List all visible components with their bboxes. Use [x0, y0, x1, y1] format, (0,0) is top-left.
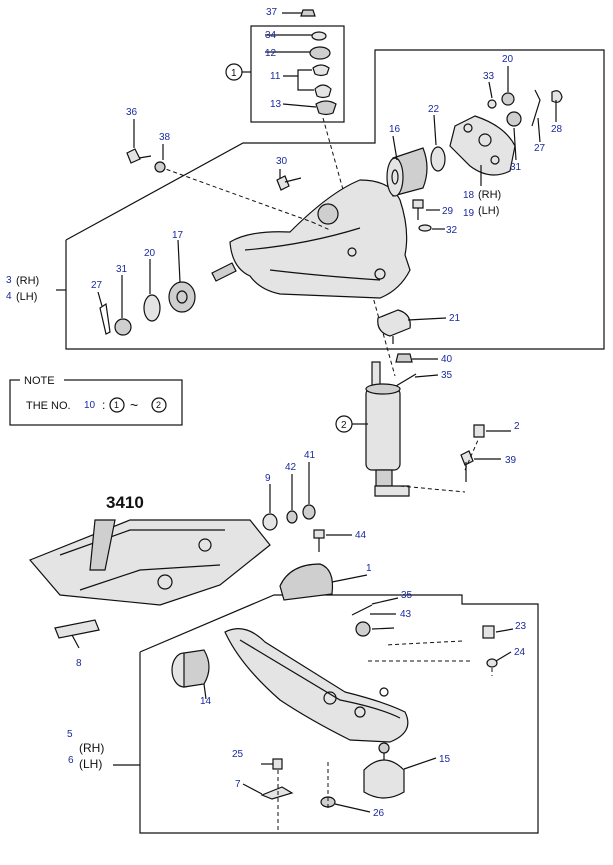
callout-26: 26	[373, 808, 385, 819]
bump-stopper	[279, 563, 334, 601]
callout-32: 32	[446, 225, 458, 236]
upper-left-hardware	[99, 281, 196, 336]
hardware-20-33-31-28-27	[487, 89, 563, 127]
bushing-16	[386, 147, 428, 197]
callout-28: 28	[551, 124, 563, 135]
callout-44: 44	[355, 530, 367, 541]
callout-22: 22	[428, 104, 440, 115]
callout-24: 24	[514, 647, 526, 658]
frame-crossmember	[28, 519, 271, 639]
ball-joint-21	[377, 309, 411, 344]
label-lh-upper-right: (LH)	[478, 205, 499, 217]
upper-control-arm	[211, 179, 411, 299]
callout-38: 38	[159, 132, 171, 143]
ball-joint-15	[363, 742, 405, 799]
frame-hardware	[262, 504, 325, 552]
callout-25: 25	[232, 749, 244, 760]
bracket-18-19	[449, 115, 516, 176]
callout-8: 8	[76, 658, 82, 669]
callout-27-left: 27	[91, 280, 103, 291]
svg-text:2: 2	[156, 400, 161, 410]
callout-17: 17	[172, 230, 184, 241]
shock-hardware	[395, 353, 485, 482]
frame-ref-label: 3410	[106, 493, 144, 512]
label-lh-upper-left: (LH)	[16, 291, 37, 303]
callout-7: 7	[235, 779, 241, 790]
callout-39: 39	[505, 455, 517, 466]
callout-11: 11	[270, 71, 281, 82]
upper-bolts	[126, 148, 432, 232]
lower-hardware	[260, 604, 498, 808]
svg-text::: :	[102, 398, 105, 412]
mount-kit-parts	[300, 9, 337, 116]
label-lh-lower: (LH)	[79, 757, 102, 771]
callout-35-bottom: 35	[401, 590, 413, 601]
callout-21: 21	[449, 313, 461, 324]
label-rh-upper-right: (RH)	[478, 189, 501, 201]
note-prefix: THE NO.	[26, 400, 71, 412]
callout-37: 37	[266, 7, 278, 18]
callout-1: 1	[366, 563, 372, 574]
callout-30: 30	[276, 156, 288, 167]
callout-4: 4	[6, 291, 12, 302]
callout-19: 19	[463, 208, 475, 219]
svg-text:~: ~	[130, 397, 138, 413]
mount-kit-box	[250, 25, 345, 123]
callout-33: 33	[483, 71, 495, 82]
callout-16: 16	[389, 124, 401, 135]
callout-23: 23	[515, 621, 527, 632]
upper-arm-group-outline	[65, 49, 605, 350]
label-rh-lower: (RH)	[79, 741, 104, 755]
callout-13: 13	[270, 99, 282, 110]
leader-lines	[71, 66, 557, 813]
callout-6: 6	[68, 755, 74, 766]
note-title: NOTE	[24, 375, 55, 387]
callout-41: 41	[304, 450, 316, 461]
callout-27-top: 27	[534, 143, 546, 154]
washer-22	[430, 146, 446, 172]
note-box	[9, 379, 183, 426]
callout-35-top: 35	[441, 370, 453, 381]
callout-40: 40	[441, 354, 453, 365]
callout-5: 5	[67, 729, 73, 740]
callout-42: 42	[285, 462, 297, 473]
lower-control-arm	[224, 628, 409, 743]
callout-43: 43	[400, 609, 412, 620]
svg-text:2: 2	[341, 420, 347, 431]
svg-text:1: 1	[231, 68, 237, 79]
callout-9: 9	[265, 473, 271, 484]
callout-15: 15	[439, 754, 451, 765]
callout-2: 2	[514, 421, 520, 432]
callout-31-left: 31	[116, 264, 128, 275]
callout-34: 34	[265, 30, 277, 41]
label-rh-upper-left: (RH)	[16, 275, 39, 287]
callout-20-left: 20	[144, 248, 156, 259]
note-ref: 10	[84, 400, 96, 411]
callout-18: 18	[463, 190, 475, 201]
bushing-14	[171, 649, 210, 688]
shock-absorber	[365, 361, 410, 497]
callout-29: 29	[442, 206, 454, 217]
callout-31-top: 31	[510, 162, 522, 173]
callout-36: 36	[126, 107, 138, 118]
callout-20-top: 20	[502, 54, 514, 65]
callout-14: 14	[200, 696, 212, 707]
callout-12: 12	[265, 48, 277, 59]
svg-text:1: 1	[114, 400, 119, 410]
callout-3: 3	[6, 275, 12, 286]
